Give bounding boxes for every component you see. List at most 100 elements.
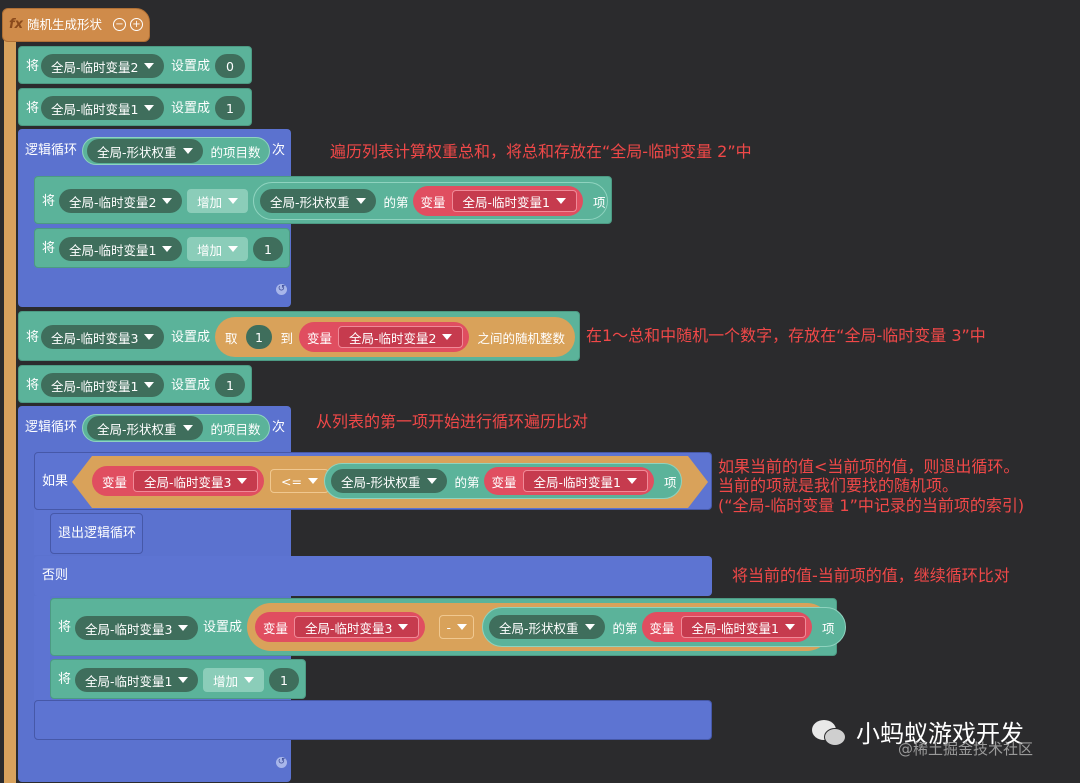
var-dropdown[interactable]: 全局-临时变量1: [680, 616, 807, 638]
number-input[interactable]: 1: [215, 373, 245, 397]
expand-icon[interactable]: +: [130, 18, 143, 31]
set-block-t1-one[interactable]: 将 全局-临时变量1 设置成 1: [18, 88, 252, 126]
set-block-t2-zero[interactable]: 将 全局-临时变量2 设置成 0: [18, 46, 252, 84]
set-label: 将: [26, 378, 40, 393]
number-input[interactable]: 1: [253, 237, 283, 261]
set-label: 将: [26, 59, 40, 74]
item-label: 项: [822, 620, 835, 636]
dropdown-arrow-icon: [144, 382, 155, 388]
op-dropdown[interactable]: 增加: [203, 668, 265, 692]
random-int-block[interactable]: 取 1 到 变量 全局-临时变量2 之间的随机整数: [215, 317, 575, 357]
count-label: 的项目数: [210, 144, 261, 160]
number-value: 1: [280, 672, 288, 688]
math-block[interactable]: 变量 全局-临时变量3 - 全局-形状权重 的第 变量 全局-临时变量1 项: [247, 603, 846, 651]
function-header[interactable]: fx 随机生成形状 − +: [2, 8, 150, 42]
var-dropdown[interactable]: 全局-临时变量3: [294, 616, 420, 638]
var-dropdown[interactable]: 全局-临时变量1: [522, 470, 649, 492]
dropdown-arrow-icon: [398, 624, 409, 630]
number-input[interactable]: 1: [269, 668, 299, 692]
var-dropdown[interactable]: 全局-临时变量3: [75, 616, 199, 640]
set-label: 将: [42, 241, 56, 256]
list-count-block[interactable]: 全局-形状权重 的项目数: [82, 137, 270, 165]
dropdown-arrow-icon: [144, 105, 155, 111]
dropdown-arrow-icon: [228, 198, 239, 204]
to-label: 到: [280, 330, 293, 346]
variable-block[interactable]: 变量 全局-临时变量3: [255, 612, 426, 642]
random-int-label: 之间的随机整数: [477, 330, 565, 346]
annotation-4b: 当前的项就是我们要找的随机项。: [718, 476, 959, 495]
var-name: 全局-临时变量1: [533, 474, 622, 490]
number-value: 1: [255, 329, 263, 345]
annotation-2: 在1～总和中随机一个数字，存放在“全局-临时变量 3”中: [586, 326, 986, 345]
set-to-label: 设置成: [171, 59, 211, 74]
list-item-block[interactable]: 全局-形状权重 的第 变量 全局-临时变量1 项: [482, 607, 846, 647]
set-block-t3-random[interactable]: 将 全局-临时变量3 设置成 取 1 到 变量 全局-临时变量2 之间的随机整数: [18, 311, 580, 361]
var-dropdown[interactable]: 全局-临时变量3: [133, 470, 259, 492]
list-item-block[interactable]: 全局-形状权重 的第 变量 全局-临时变量1 项: [324, 463, 682, 499]
variable-block[interactable]: 变量 全局-临时变量1: [412, 186, 584, 216]
list-dropdown[interactable]: 全局-形状权重: [489, 615, 605, 639]
loop-2-header: 逻辑循环 全局-形状权重 的项目数 次: [18, 406, 291, 450]
watermark-brand: 小蚂蚁游戏开发: [856, 720, 1024, 748]
var-keyword: 变量: [649, 620, 675, 636]
var-dropdown[interactable]: 全局-临时变量1: [451, 190, 578, 212]
set-block-t1-one-again[interactable]: 将 全局-临时变量1 设置成 1: [18, 365, 252, 403]
times-label: 次: [272, 143, 286, 158]
collapse-icon[interactable]: −: [113, 18, 126, 31]
var-keyword: 变量: [307, 330, 333, 346]
dropdown-arrow-icon: [556, 198, 567, 204]
increase-block-t1[interactable]: 将 全局-临时变量1 增加 1: [34, 228, 290, 268]
variable-block[interactable]: 变量 全局-临时变量2: [299, 322, 470, 352]
variable-block[interactable]: 变量 全局-临时变量1: [641, 612, 813, 642]
var-dropdown[interactable]: 全局-临时变量2: [338, 326, 464, 348]
increase-block-t2[interactable]: 将 全局-临时变量2 增加 全局-形状权重 的第 变量 全局-临时变量1 项: [34, 176, 612, 224]
list-dropdown[interactable]: 全局-形状权重: [260, 189, 376, 213]
item-label: 项: [593, 194, 606, 210]
math-op-dropdown[interactable]: -: [439, 615, 474, 639]
number-value: 1: [226, 377, 234, 393]
item-label: 项: [664, 474, 677, 490]
list-dropdown[interactable]: 全局-形状权重: [87, 416, 203, 440]
list-dropdown[interactable]: 全局-形状权重: [87, 139, 203, 163]
var-keyword: 变量: [491, 474, 517, 490]
var-name: 全局-形状权重: [499, 620, 579, 636]
list-item-block[interactable]: 全局-形状权重 的第 变量 全局-临时变量1 项: [253, 182, 608, 220]
increase-block-t1-else[interactable]: 将 全局-临时变量1 增加 1: [50, 659, 306, 699]
dropdown-arrow-icon: [237, 478, 248, 484]
var-dropdown[interactable]: 全局-临时变量1: [41, 373, 165, 397]
var-dropdown[interactable]: 全局-临时变量1: [59, 237, 183, 261]
op-dropdown[interactable]: 增加: [187, 237, 249, 261]
var-name: 全局-临时变量1: [51, 378, 139, 394]
variable-block[interactable]: 变量 全局-临时变量1: [483, 467, 655, 495]
break-loop-block[interactable]: 退出逻辑循环: [50, 513, 143, 554]
number-input[interactable]: 1: [215, 96, 245, 120]
set-block-t3-subtract[interactable]: 将 全局-临时变量3 设置成 变量 全局-临时变量3 - 全局-形状权重 的第 …: [50, 598, 846, 656]
var-name: 全局-临时变量3: [85, 621, 173, 637]
annotation-1: 遍历列表计算权重总和，将总和存放在“全局-临时变量 2”中: [330, 142, 752, 161]
var-dropdown[interactable]: 全局-临时变量3: [41, 325, 165, 349]
annotation-3: 从列表的第一项开始进行循环遍历比对: [316, 412, 589, 431]
set-label: 将: [26, 330, 40, 345]
compare-op-dropdown[interactable]: <=: [270, 469, 329, 493]
loop-1-arm: [18, 173, 34, 269]
op-name: 增加: [197, 194, 223, 210]
var-name: 全局-临时变量1: [51, 101, 139, 117]
var-name: 全局-临时变量1: [462, 194, 551, 210]
variable-block[interactable]: 变量 全局-临时变量3: [92, 466, 265, 496]
op-dropdown[interactable]: 增加: [187, 189, 249, 213]
var-dropdown[interactable]: 全局-临时变量1: [41, 96, 165, 120]
annotation-5: 将当前的值-当前项的值，继续循环比对: [732, 566, 1010, 585]
var-dropdown[interactable]: 全局-临时变量2: [41, 54, 165, 78]
dropdown-arrow-icon: [457, 624, 467, 630]
var-dropdown[interactable]: 全局-临时变量2: [59, 189, 183, 213]
list-dropdown[interactable]: 全局-形状权重: [331, 469, 447, 493]
var-dropdown[interactable]: 全局-临时变量1: [75, 668, 199, 692]
set-label: 将: [26, 101, 40, 116]
if-arm: [34, 510, 50, 555]
var-name: 全局-临时变量2: [51, 59, 139, 75]
take-label: 取: [225, 330, 238, 346]
number-input[interactable]: 0: [215, 54, 245, 78]
list-count-block[interactable]: 全局-形状权重 的项目数: [82, 414, 270, 442]
number-input[interactable]: 1: [245, 325, 273, 349]
op-name: 增加: [197, 242, 223, 258]
